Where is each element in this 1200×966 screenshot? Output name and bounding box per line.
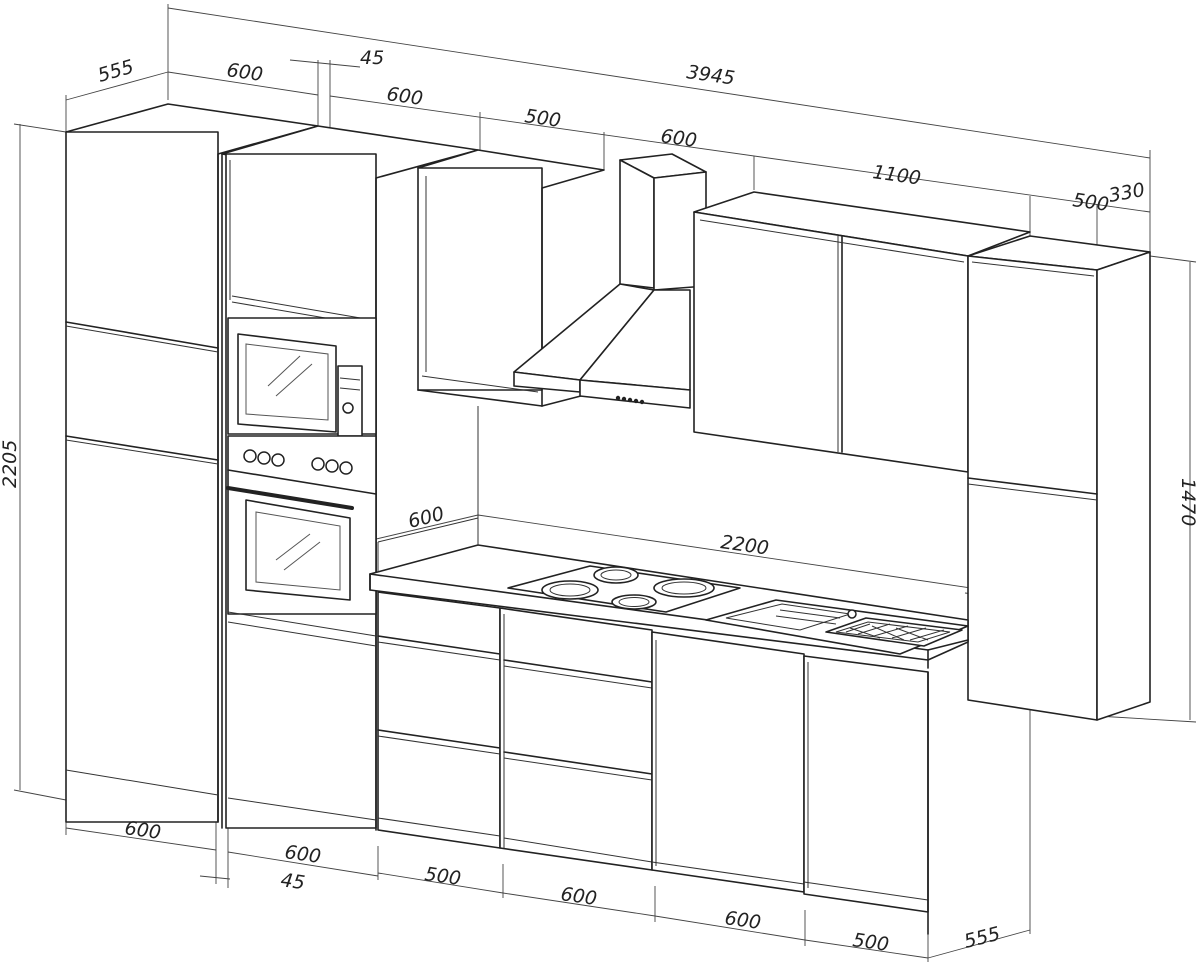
dim-top-width-tall-2: 600	[385, 83, 424, 110]
oven-knob-icon	[339, 461, 353, 475]
dim-top-width-tall-3: 500	[1071, 189, 1110, 216]
oven-knob-icon	[325, 459, 339, 473]
dim-overall-height: 2205	[0, 440, 21, 488]
dim-top-width-wall-1: 500	[523, 105, 562, 132]
dim-bottom-gap: 45	[279, 869, 306, 894]
dim-bottom-w1: 600	[123, 817, 162, 844]
tall-cabinet-right	[967, 235, 1151, 721]
oven-knob-icon	[243, 449, 257, 463]
dim-top-width-tall-1: 600	[225, 59, 264, 86]
dim-top-gap: 45	[360, 47, 384, 69]
oven-knob-icon	[271, 453, 285, 467]
dim-counter-length: 2200	[719, 531, 770, 560]
microwave	[227, 317, 377, 437]
dim-top-width-wall-2: 1100	[871, 161, 922, 190]
tall-cabinet-left	[65, 103, 319, 823]
oven-knob-icon	[311, 457, 325, 471]
wall-cabinet-left	[417, 149, 605, 407]
dim-bottom-depth-right: 555	[962, 923, 1003, 953]
hood-buttons	[615, 395, 645, 405]
dim-bottom-w5: 600	[723, 907, 762, 934]
dim-bottom-w3: 500	[423, 863, 462, 890]
dim-bottom-w6: 500	[851, 929, 890, 956]
dim-counter-depth: 600	[406, 503, 447, 533]
dim-top-width-hood: 600	[659, 125, 698, 152]
dimension-labels: 555 600 45 600 500 600 1100 500 330 3945…	[0, 47, 1199, 956]
oven	[226, 435, 377, 637]
oven-knob-icon	[257, 451, 271, 465]
burner-icon	[593, 566, 639, 584]
faucet-icon	[847, 609, 857, 619]
dim-right-tall-height: 1470	[1177, 478, 1199, 526]
microwave-dial-icon	[342, 402, 354, 414]
dim-top-depth-right: 330	[1107, 179, 1147, 207]
base-cabinets	[377, 591, 929, 935]
wall-cabinet-right	[693, 191, 1031, 473]
tall-cabinet-appliances	[221, 125, 479, 831]
dim-bottom-w2: 600	[283, 841, 322, 868]
dim-overall-width: 3945	[685, 61, 736, 90]
dim-bottom-w4: 600	[559, 883, 598, 910]
range-hood	[513, 153, 707, 409]
cooktop	[507, 565, 741, 613]
sink	[705, 599, 969, 655]
